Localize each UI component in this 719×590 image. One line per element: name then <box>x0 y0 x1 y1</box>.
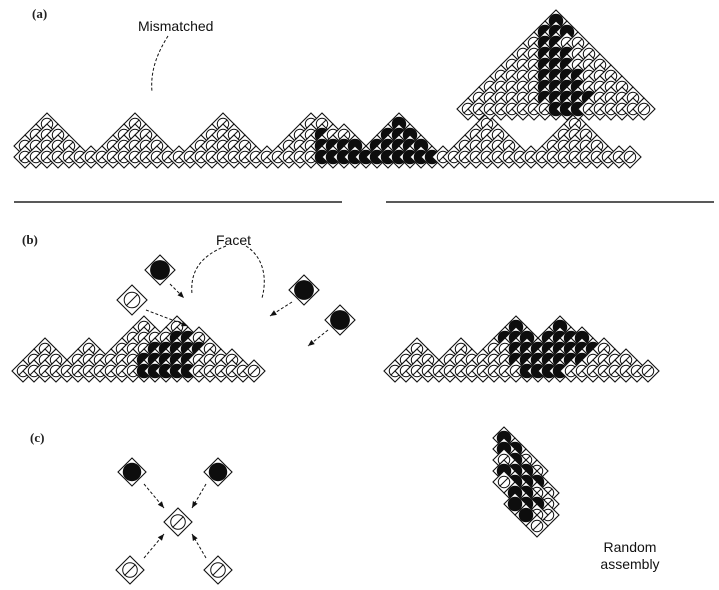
panel-b-free-tile-1 <box>116 284 148 316</box>
panel-b-free-tile-3 <box>324 304 356 336</box>
panel-a-crystal-left <box>13 112 642 169</box>
panel-a-label: (a) <box>32 6 48 21</box>
panel-c-label: (c) <box>30 430 45 445</box>
facet-pointer-right <box>245 245 265 299</box>
panel-b-arrow-2 <box>269 301 293 317</box>
panel-b-arrow-0 <box>169 283 185 299</box>
panel-c-tile-bottom-left <box>115 555 145 585</box>
mismatched-pointer <box>151 35 169 93</box>
random-assembly-annotation: Random assembly <box>588 539 672 573</box>
panel-c-arrow-2 <box>143 533 165 559</box>
facet-annotation: Facet <box>216 232 252 248</box>
panel-c-arrow-0 <box>143 483 165 509</box>
panel-a-crystal-left-tile <box>618 145 642 169</box>
panel-b-label: (b) <box>22 232 38 247</box>
panel-b-crystal-left-tile <box>242 359 266 383</box>
random-assembly-tile <box>525 514 549 538</box>
panel-c-tile-top-left <box>117 457 147 487</box>
panel-c-tile-center <box>163 507 193 537</box>
panel-b-arrow-1 <box>145 309 189 327</box>
panel-a-pyramid-right-tile <box>632 97 656 121</box>
panel-c-tile-top-right <box>203 457 233 487</box>
panel-b-crystal-right-tile <box>636 359 660 383</box>
panel-a-pyramid-right <box>456 9 656 121</box>
panel-c-arrow-1 <box>191 483 207 509</box>
panel-b-crystal-right <box>383 315 660 383</box>
random-assembly-line1: Random <box>603 539 657 555</box>
panel-c-arrow-3 <box>191 533 207 559</box>
mismatched-annotation: Mismatched <box>138 18 214 34</box>
random-assembly-line2: assembly <box>600 556 660 572</box>
panel-b-crystal-left <box>11 315 266 383</box>
panel-b-arrow-3 <box>307 329 329 347</box>
panel-c-tile-bottom-right <box>203 555 233 585</box>
random-assembly <box>492 426 560 538</box>
panel-b-free-tile-2 <box>288 274 320 306</box>
facet-pointer-left <box>191 245 227 295</box>
panel-b-free-tile-0 <box>144 254 176 286</box>
